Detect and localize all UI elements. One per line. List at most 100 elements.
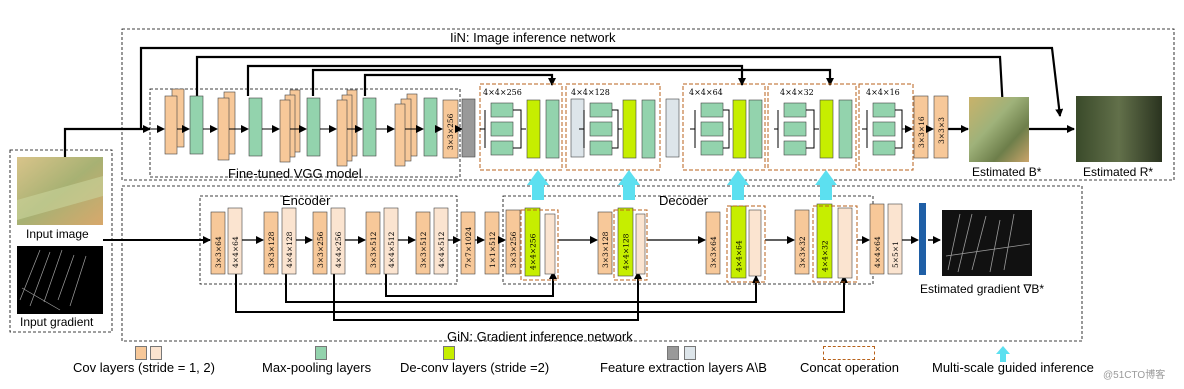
- gin-layer-12-label: 1×1×512: [488, 231, 497, 268]
- gin-layer-10: [433, 207, 449, 275]
- gin-concat-layer-1: [544, 213, 556, 275]
- gin-layer-6-label: 4×4×256: [334, 231, 343, 268]
- concat-1-conv-c: [490, 140, 514, 156]
- gin-concat-1: [520, 209, 559, 281]
- vgg-pool-1: [189, 95, 204, 155]
- gin-layer-22-label: 5×5×1: [891, 241, 900, 268]
- estimated-b-label: Estimated B*: [972, 165, 1042, 179]
- gin-layer-17: [705, 211, 721, 275]
- gin-layer-8-label: 4×4×512: [387, 231, 396, 268]
- legend-feature-label: Feature extraction layers A\B: [600, 360, 767, 375]
- gin-layer-1-label: 3×3×64: [214, 236, 223, 268]
- gin-layer-14-label: 4×4×256: [529, 233, 538, 270]
- concat-4-conv-b: [783, 121, 807, 137]
- legend-concat-label: Concat operation: [800, 360, 900, 375]
- gin-layer-14: [524, 207, 541, 277]
- concat-3-conv-a: [700, 102, 724, 118]
- gin-layer-3: [263, 211, 279, 275]
- decoder-label: Decoder: [659, 193, 709, 208]
- concat-block-4-label: 4×4×32: [780, 88, 814, 97]
- guided-arrow-1: [527, 170, 549, 200]
- gin-concat-layer-2: [635, 213, 646, 275]
- concat-block-2-label: 4×4×128: [571, 88, 610, 97]
- gin-layer-13-label: 3×3×256: [509, 231, 518, 268]
- concat-1-pool: [545, 99, 560, 159]
- legend-maxpool-swatch: [315, 346, 327, 360]
- feature-layer-b-1: [570, 98, 585, 158]
- concat-1-conv-b: [490, 121, 514, 137]
- concat-4-conv-a: [783, 102, 807, 118]
- gin-layer-7: [365, 211, 381, 275]
- gin-layer-13: [505, 209, 521, 275]
- concat-3-conv-b: [700, 121, 724, 137]
- vgg-pool-3: [306, 97, 321, 157]
- gin-layer-16-label: 4×4×128: [622, 233, 631, 270]
- concat-3-deconv: [732, 99, 747, 159]
- concat-3-conv-c: [700, 140, 724, 156]
- gin-layer-15: [597, 211, 613, 275]
- gin-layer-7-label: 3×3×512: [369, 231, 378, 268]
- gin-layer-1: [210, 211, 226, 275]
- vgg-conv-2a: [217, 97, 230, 161]
- concat-block-5: [858, 83, 914, 171]
- concat-4-conv-c: [783, 140, 807, 156]
- gin-layer-20: [816, 203, 833, 279]
- gin-layers: 3×3×64 4×4×64 3×3×128 4×4×128 3×3×256 4×4×256…: [210, 203, 919, 279]
- feature-layer-b-2: [665, 98, 680, 158]
- gin-layer-8: [383, 207, 399, 275]
- legend-feature-swatch-a: [667, 346, 679, 360]
- concat-bracket-lines: [480, 109, 913, 149]
- gin-layer-10-label: 4×4×512: [437, 231, 446, 268]
- gin-layer-16: [617, 207, 634, 277]
- input-image-label: Input image: [26, 227, 89, 241]
- gin-layer-2-label: 4×4×64: [231, 236, 240, 268]
- watermark: @51CTO博客: [1103, 368, 1165, 381]
- concat-5-conv-a: [872, 102, 896, 118]
- iin-flow-arrows: [63, 46, 1075, 157]
- vgg-pool-5: [423, 97, 438, 157]
- gin-layer-19: [794, 209, 810, 275]
- vgg-conv-4a: [336, 99, 348, 167]
- gin-skip-arrows: [235, 270, 848, 321]
- input-gradient-texture: [19, 249, 87, 311]
- gin-concat-4: [812, 205, 858, 283]
- vgg-last-conv-label: 3×3×256: [446, 113, 455, 150]
- gin-concat-layer-4: [837, 207, 853, 279]
- gin-layer-4-label: 4×4×128: [285, 231, 294, 268]
- input-image-texture: [17, 176, 103, 220]
- encoder-label: Encoder: [282, 193, 331, 208]
- concat-2-conv-a: [589, 102, 613, 118]
- legend: Cov layers (stride = 1, 2) Max-pooling l…: [0, 346, 1184, 389]
- gin-layer-18: [730, 205, 747, 279]
- concat-block-5-label: 4×4×16: [866, 88, 900, 97]
- vgg-label: Fine-tuned VGG model: [228, 166, 362, 181]
- iin-out-conv-2-label: 3×3×3: [937, 117, 946, 144]
- concat-2-pool: [641, 99, 656, 159]
- input-gradient-label: Input gradient: [20, 315, 94, 329]
- legend-concat-swatch: [823, 346, 875, 360]
- gin-layer-4: [281, 207, 297, 275]
- gin-concat-layer-3: [748, 209, 762, 277]
- concat-block-1-label: 4×4×256: [483, 88, 522, 97]
- gin-output-layer: [919, 203, 926, 275]
- iin-box: [121, 28, 1175, 181]
- gin-layer-20-label: 4×4×32: [821, 240, 830, 272]
- gin-layer-2: [227, 207, 243, 275]
- concat-5-conv-c: [872, 140, 896, 156]
- concat-3-pool: [748, 99, 763, 159]
- vgg-box: [149, 88, 461, 178]
- gin-layer-5: [312, 211, 328, 275]
- legend-deconv-label: De-conv layers (stride =2): [400, 360, 550, 375]
- estimated-gradient-texture: [945, 213, 1031, 273]
- gin-layer-3-label: 3×3×128: [267, 231, 276, 268]
- gin-layer-21-label: 4×4×64: [873, 236, 882, 268]
- vgg-pool-4: [362, 97, 377, 157]
- gin-layer-11: [460, 211, 476, 275]
- gin-concat-3: [726, 205, 766, 283]
- vgg-conv-5a: [394, 103, 406, 167]
- guided-inference-arrows: [527, 170, 837, 200]
- gin-layer-22: [887, 203, 903, 275]
- concat-2-deconv: [622, 99, 637, 159]
- legend-maxpool-label: Max-pooling layers: [262, 360, 372, 375]
